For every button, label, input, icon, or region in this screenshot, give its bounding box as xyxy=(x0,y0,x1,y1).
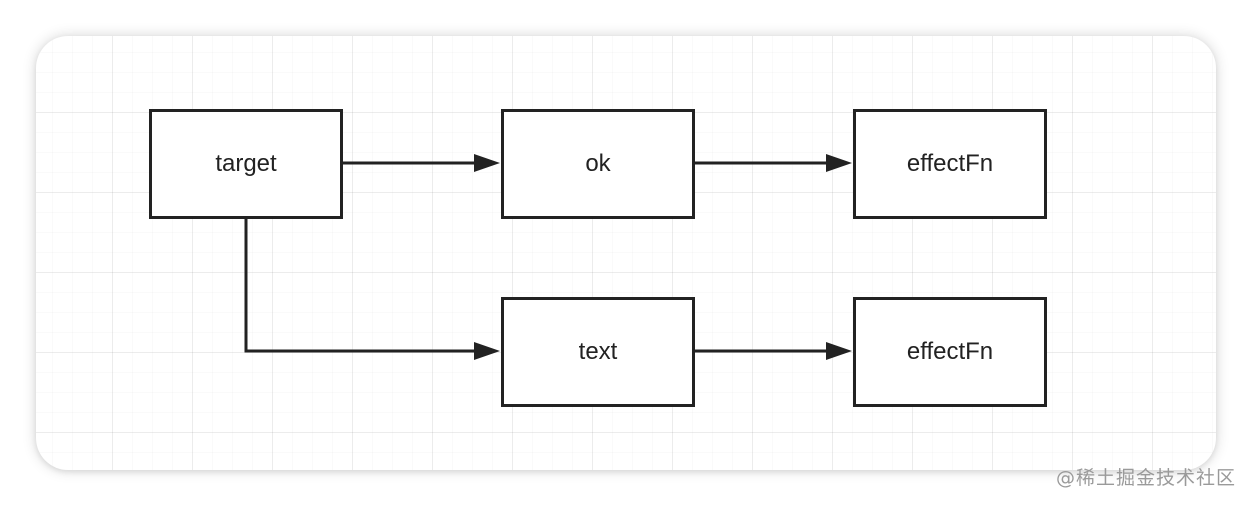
node-ok-label: ok xyxy=(585,150,611,177)
node-effectfn-2[interactable]: effectFn xyxy=(853,297,1047,407)
node-effectfn-2-label: effectFn xyxy=(906,338,994,365)
node-target[interactable]: target xyxy=(149,109,343,219)
grid-canvas xyxy=(36,36,1216,470)
node-text-label: text xyxy=(578,338,618,365)
node-ok[interactable]: ok xyxy=(501,109,695,219)
watermark-text: @稀土掘金技术社区 xyxy=(1055,467,1236,489)
node-text[interactable]: text xyxy=(501,297,695,407)
node-target-label: target xyxy=(215,150,277,177)
node-effectfn-1[interactable]: effectFn xyxy=(853,109,1047,219)
node-effectfn-1-label: effectFn xyxy=(906,150,994,177)
